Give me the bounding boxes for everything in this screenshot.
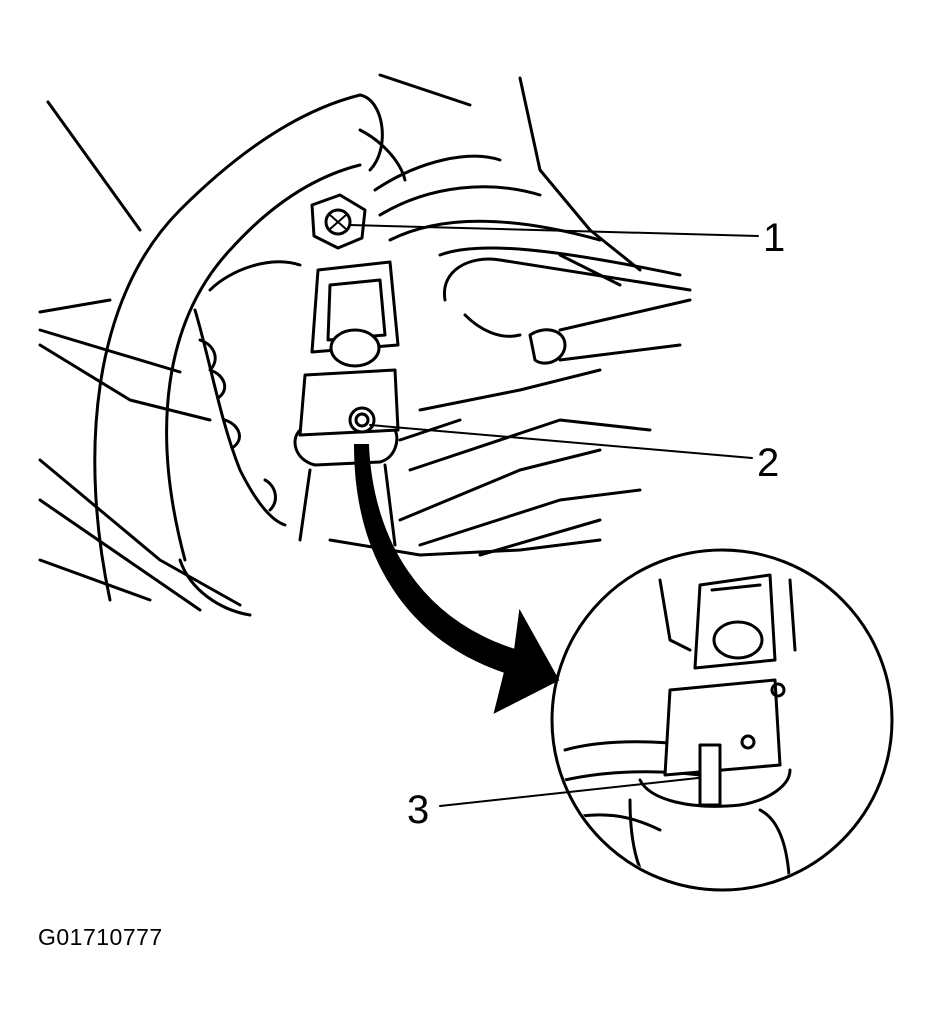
figure-id: G01710777 (38, 924, 163, 950)
pinch-bolt-icon (310, 193, 367, 250)
curved-arrow-icon (353, 444, 560, 714)
steering-shaft-joint-icon (293, 260, 567, 547)
callout-label-1: 1 (763, 216, 786, 260)
hose-left (93, 93, 384, 617)
alignment-mark-icon (698, 743, 722, 807)
callout-label-2: 2 (757, 441, 780, 485)
detail-magnifier-icon (550, 548, 894, 892)
leader-lines (349, 224, 759, 807)
upper-lines (208, 128, 692, 338)
callout-label-3: 3 (407, 788, 430, 832)
